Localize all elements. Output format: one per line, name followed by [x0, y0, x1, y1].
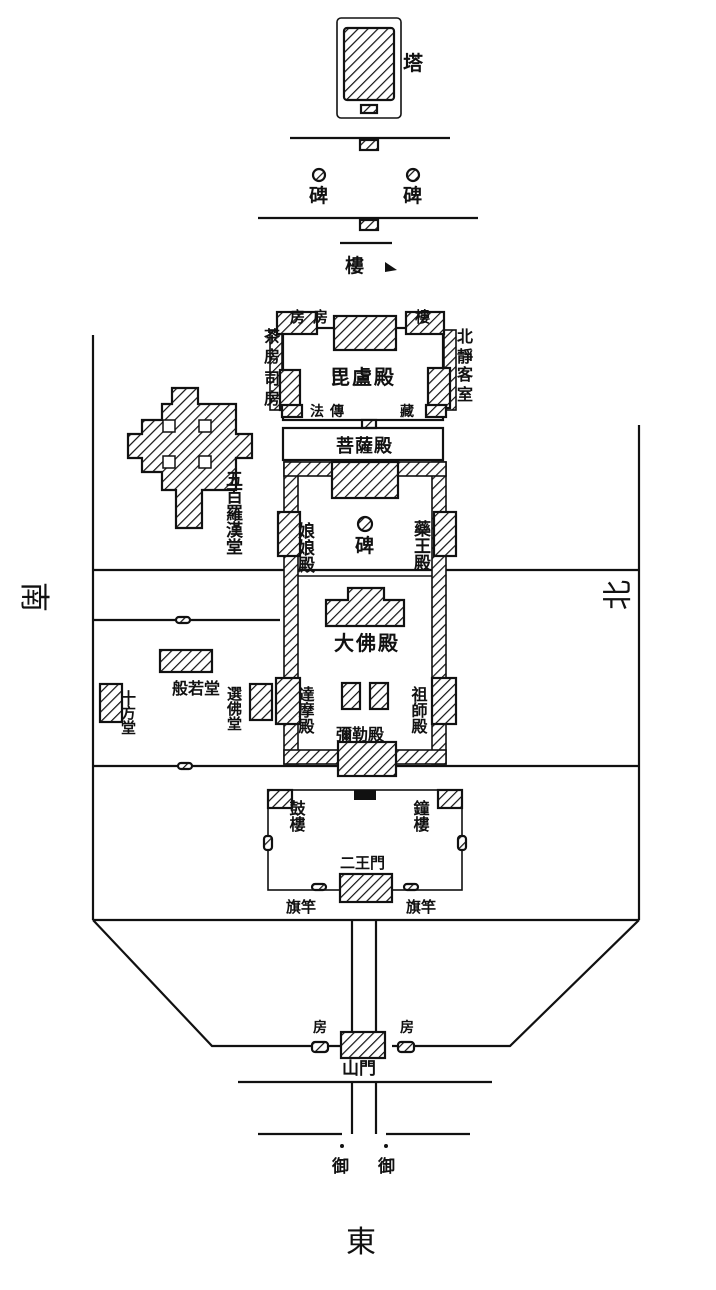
tower-top-label: 樓: [345, 254, 364, 277]
xia-ma-left-label: 御: [331, 1156, 349, 1177]
arhat-hall-courts: [162, 419, 212, 469]
compass-north: 北: [601, 580, 636, 610]
room-nw-label: 房: [290, 308, 305, 326]
ten-directions-hall: [98, 682, 124, 724]
gate-room-left: [310, 1040, 330, 1054]
room-n-label: 房: [313, 308, 328, 326]
chuanfa-label: 傳: [329, 403, 344, 420]
marker-left: [340, 1144, 344, 1148]
tower-top-marker: [385, 262, 397, 272]
north-court-gate: [360, 418, 378, 430]
arhat-hall-label: 五百羅漢堂: [222, 470, 243, 555]
damo-hall-label: 達摩殿: [296, 685, 316, 735]
guest-room-label-a: 客: [457, 365, 474, 384]
zushi-hall: [430, 676, 458, 726]
drum-tower: [266, 788, 294, 810]
pagoda-label: 塔: [403, 51, 424, 75]
arhat-hall: [126, 386, 254, 530]
yaowang-hall-label: 藥王殿: [410, 519, 432, 572]
front-court-east-pillar: [456, 834, 468, 852]
compass-south: 南: [16, 582, 51, 612]
front-court-marker: [354, 790, 376, 800]
approach-west: [92, 919, 340, 1048]
gate-room-right-label: 房: [400, 1019, 414, 1036]
tea-room-label-b: 房: [264, 347, 280, 366]
gate-room-right: [396, 1040, 416, 1054]
cross-road-marker: [176, 761, 194, 771]
stele-top-right-label: 碑: [403, 184, 422, 207]
flag-pole-right: [402, 882, 420, 892]
front-court-west-pillar: [262, 834, 274, 852]
bodhisattva-hall: [330, 460, 400, 500]
xia-ma-right-label: 御: [377, 1156, 395, 1177]
drum-tower-label: 鼓樓: [287, 799, 306, 833]
niangniang-hall: [276, 510, 302, 558]
bodhisattva-hall-label: 菩薩殿: [336, 435, 393, 457]
flag-left-label: 旗竿: [286, 898, 316, 916]
stele-center-label: 碑: [355, 534, 374, 557]
flag-pole-left: [310, 882, 328, 892]
vairocana-court: [269, 310, 457, 422]
mile-hall-label: 彌勒殿: [336, 725, 385, 744]
mile-hall: [336, 740, 398, 778]
pagoda: [336, 17, 402, 119]
bodhisattva-band: [281, 426, 445, 462]
gate-room-left-label: 房: [313, 1019, 327, 1036]
second-gate: [338, 872, 394, 904]
xuanfa-hall: [248, 682, 274, 722]
jizang-label: 藏: [400, 403, 414, 420]
stele-pair-top: [311, 167, 421, 183]
damo-hall: [274, 676, 302, 726]
mountain-gate: [339, 1030, 387, 1060]
shrine-right: [368, 681, 390, 711]
mountain-gate-label: 山門: [342, 1059, 376, 1079]
banruo-hall-label: 般若堂: [172, 679, 220, 698]
quiet-room-label-b: 室: [457, 385, 473, 404]
approach-east: [392, 919, 640, 1048]
north-side-label: 北: [457, 327, 473, 346]
bell-tower-label: 鐘樓: [411, 799, 430, 833]
banruo-hall: [158, 648, 214, 674]
great-buddha-hall-label: 大佛殿: [334, 631, 400, 655]
compass-east: 東: [346, 1225, 376, 1260]
vairocana-hall-label: 毘盧殿: [330, 365, 396, 389]
north-tower-label: 樓: [415, 308, 430, 326]
chuanfa2-label: 法: [310, 403, 324, 420]
yaowang-hall: [432, 510, 458, 558]
shrine-left: [340, 681, 362, 711]
quiet-room-label-a: 靜: [457, 347, 473, 366]
xuanfa-hall-label: 選佛堂: [225, 686, 243, 731]
si-room-label-b: 房: [264, 389, 280, 408]
marker-right: [384, 1144, 388, 1148]
zushi-hall-label: 祖師殿: [409, 685, 429, 735]
gate-marker-2: [358, 218, 380, 232]
gate-marker-1: [358, 138, 380, 152]
side-lane-marker: [174, 615, 192, 625]
si-room-label-a: 司: [264, 369, 280, 388]
stele-top-left-label: 碑: [309, 184, 328, 207]
great-buddha-hall: [324, 586, 406, 628]
tea-room-label-a: 茶: [263, 327, 281, 346]
niangniang-hall-label: 娘娘殿: [294, 521, 316, 574]
second-gate-label: 二王門: [340, 854, 385, 872]
stele-center: [356, 515, 374, 533]
bell-tower: [436, 788, 464, 810]
flag-right-label: 旗竿: [406, 898, 436, 916]
ten-directions-hall-label: 十方堂: [119, 689, 137, 735]
